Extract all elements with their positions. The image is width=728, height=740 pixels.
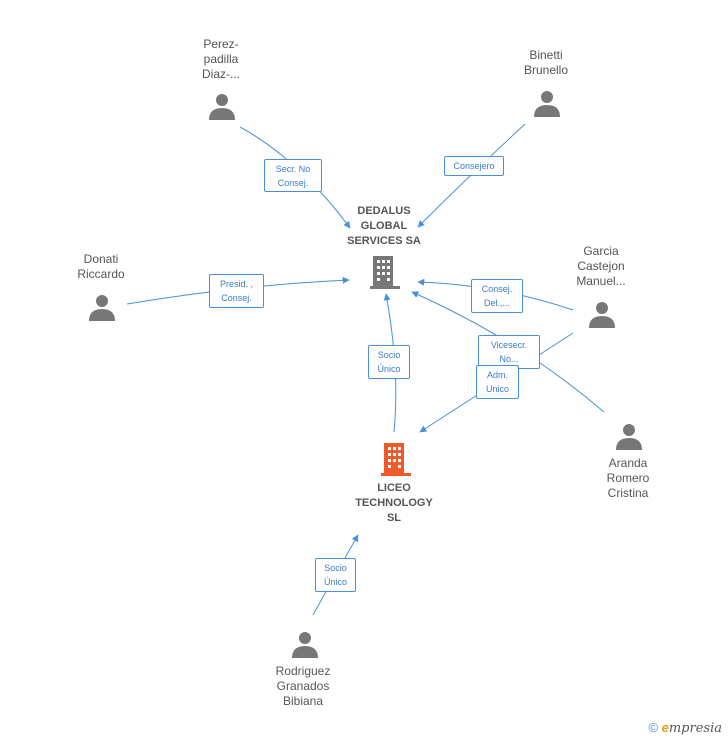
- building-icon-liceo: [381, 443, 411, 476]
- brand-logo-e: e: [661, 720, 669, 735]
- copyright-symbol: ©: [648, 720, 658, 735]
- person-icon-rodriguez[interactable]: [291, 630, 319, 658]
- edge-label-liceo[interactable]: Socio Único: [368, 345, 410, 379]
- person-icon-binetti[interactable]: [533, 89, 561, 117]
- person-label-binetti[interactable]: Binetti Brunello: [523, 48, 569, 77]
- person-label-rodriguez[interactable]: Rodriguez Granados Bibiana: [275, 664, 331, 708]
- edge-label-rodriguez[interactable]: Socio Único: [315, 558, 356, 592]
- person-label-aranda[interactable]: Aranda Romero Cristina: [606, 456, 650, 500]
- building-icon-dedalus: [370, 256, 400, 289]
- edge-label-donati[interactable]: Presid. , Consej.: [209, 274, 264, 308]
- person-icon-aranda[interactable]: [615, 422, 643, 450]
- company-label-dedalus[interactable]: DEDALUS GLOBAL SERVICES SA: [347, 205, 421, 247]
- edge-label-garcia-dedalus[interactable]: Consej. Del.,...: [471, 279, 523, 313]
- edge-label-aranda[interactable]: Vicesecr. No...: [478, 335, 540, 369]
- person-icon-garcia[interactable]: [588, 300, 616, 328]
- brand-name: mpresia: [668, 721, 722, 736]
- person-label-donati[interactable]: Donati Riccardo: [77, 252, 125, 281]
- person-label-perez[interactable]: Perez- padilla Diaz-...: [201, 37, 240, 81]
- footer-brand: © empresia: [648, 720, 722, 736]
- person-icon-donati[interactable]: [88, 293, 116, 321]
- person-label-garcia[interactable]: Garcia Castejon Manuel...: [576, 244, 626, 288]
- edge-label-binetti[interactable]: Consejero: [444, 156, 504, 176]
- person-icon-perez[interactable]: [208, 92, 236, 120]
- edge-label-perez[interactable]: Secr. No Consej.: [264, 159, 322, 192]
- edge-label-garcia-liceo[interactable]: Adm. Unico: [476, 365, 519, 399]
- company-label-liceo[interactable]: LICEO TECHNOLOGY SL: [355, 482, 433, 524]
